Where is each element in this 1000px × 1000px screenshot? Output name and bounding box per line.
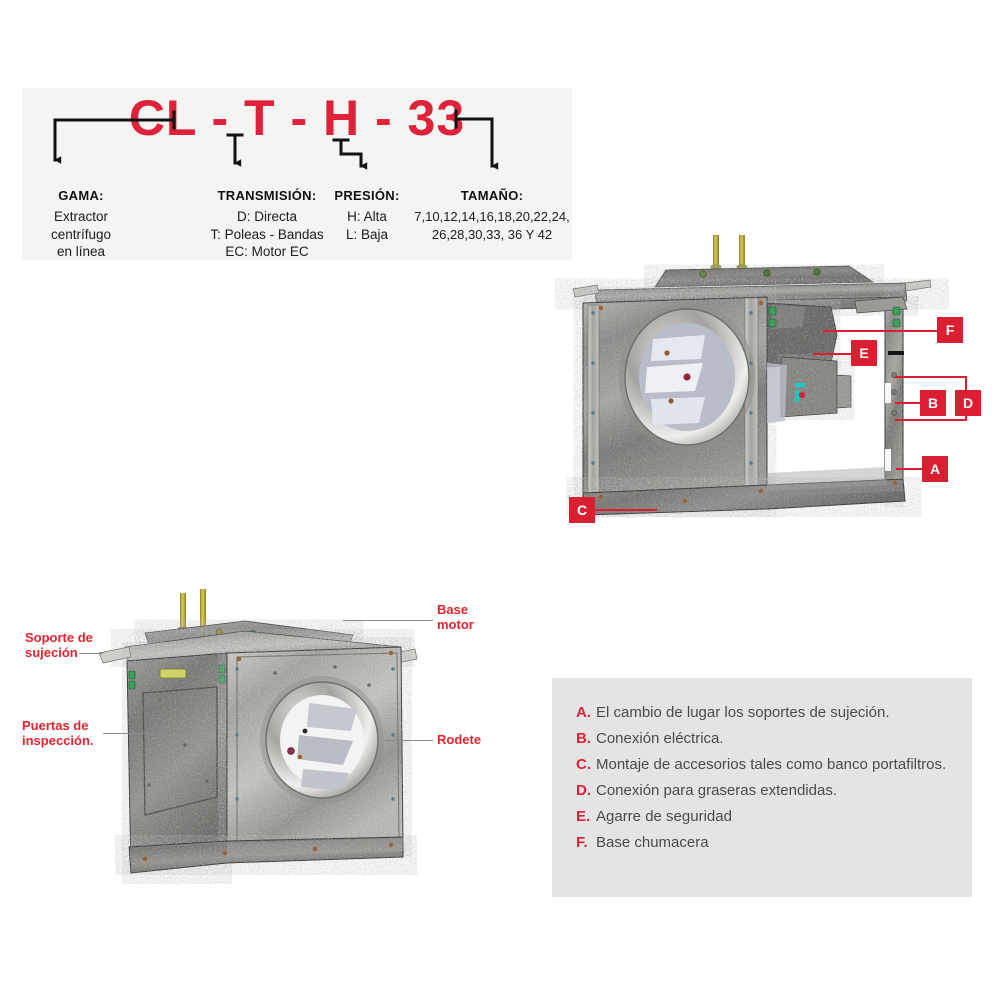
product-figure-interior: F E B D A C (555, 235, 985, 525)
legend-letter: E. (576, 808, 591, 825)
motor-housing-top (654, 265, 875, 288)
column-line: D: Directa (236, 209, 297, 224)
annotation-line-soporte (79, 653, 103, 654)
column-line: en línea (56, 244, 106, 259)
legend-letter: D. (576, 782, 591, 799)
column-line: H: Alta (347, 209, 387, 224)
leader-line-e (813, 353, 851, 355)
legend-letter: A. (576, 704, 591, 721)
callout-badge-c[interactable]: C (569, 497, 595, 523)
legend-item-b: B. Conexión eléctrica. (576, 730, 962, 747)
legend-text: Conexión eléctrica. (596, 730, 724, 747)
callout-badge-e[interactable]: E (851, 340, 877, 366)
nomenclature-column-tamano: TAMAÑO: 7,10,12,14,16,18,20,22,24, 26,28… (402, 188, 582, 243)
column-title: PRESIÓN: (334, 188, 400, 203)
annotation-rodete: Rodete (437, 732, 482, 747)
legend-item-a: A. El cambio de lugar los soportes de su… (576, 704, 962, 721)
mounting-bracket-left (98, 646, 132, 664)
annotation-puertas-inspeccion: Puertas de inspección. (22, 718, 94, 748)
annotation-line-base-motor (343, 620, 433, 621)
annotation-line-puertas (103, 733, 167, 734)
legend-item-f: F. Base chumacera (576, 834, 962, 851)
legend-text: El cambio de lugar los soportes de sujec… (596, 704, 890, 721)
bolts-exterior (142, 650, 394, 862)
legend-text: Conexión para graseras extendidas. (596, 782, 837, 799)
legend-text: Montaje de accesorios tales como banco p… (596, 756, 947, 773)
product-illustration-interior (572, 235, 932, 516)
column-line: 7,10,12,14,16,18,20,22,24, (414, 209, 570, 224)
callout-badge-f[interactable]: F (937, 317, 963, 343)
legend-letter: B. (576, 730, 591, 747)
column-title: TRANSMISIÓN: (217, 188, 317, 203)
legend-panel: A. El cambio de lugar los soportes de su… (552, 678, 972, 897)
legend-letter: F. (576, 834, 588, 851)
nomenclature-column-transmision: TRANSMISIÓN: D: Directa T: Poleas - Band… (187, 188, 347, 261)
rivets-exterior (235, 667, 395, 801)
legend-item-e: E. Agarre de seguridad (576, 808, 962, 825)
column-line: Extractor (53, 209, 108, 224)
column-line: EC: Motor EC (225, 244, 309, 259)
impeller-assembly (619, 303, 755, 451)
bearing-base (780, 356, 852, 418)
product-figure-exterior: Soporte de sujeción Puertas de inspecció… (22, 585, 481, 885)
corner-bracket-right (768, 296, 908, 328)
column-line: 26,28,30,33, 36 Y 42 (431, 226, 553, 242)
callout-badge-d[interactable]: D (955, 390, 981, 416)
callout-badge-b[interactable]: B (920, 390, 946, 416)
annotation-line-rodete (385, 740, 433, 741)
nomenclature-column-presion: PRESIÓN: H: Alta L: Baja (322, 188, 412, 243)
legend-text: Base chumacera (596, 834, 709, 851)
leader-line-c (595, 509, 657, 511)
hinge-clips (128, 664, 226, 690)
rivets (591, 311, 753, 465)
column-title: TAMAÑO: (460, 188, 524, 203)
legend-list: A. El cambio de lugar los soportes de su… (576, 704, 962, 860)
nomenclature-panel: CL - T - H - 33 (22, 88, 572, 260)
annotation-soporte-sujecion: Soporte de sujeción (25, 630, 93, 660)
impeller-assembly-exterior (260, 676, 384, 804)
column-line: T: Poleas - Bandas (210, 226, 324, 242)
grease-fittings (795, 383, 805, 402)
left-face-door (126, 652, 228, 874)
connector-arrows (53, 109, 499, 170)
product-illustration-exterior (98, 589, 418, 874)
interior-cone (766, 302, 838, 368)
motor-shafts-exterior (177, 589, 209, 632)
nomenclature-column-gama: GAMA: Extractor centrífugo en línea (26, 188, 136, 261)
column-title: GAMA: (58, 188, 104, 203)
legend-letter: C. (576, 756, 591, 773)
bolts (598, 300, 898, 503)
callout-badge-a[interactable]: A (922, 456, 948, 482)
leader-line-b (895, 402, 920, 404)
leader-line-a (896, 468, 922, 470)
door-latch (159, 668, 187, 679)
column-line: L: Baja (345, 226, 389, 242)
screws-exterior (147, 665, 371, 787)
motor-shafts (710, 235, 748, 270)
annotation-base-motor: Base motor (437, 602, 474, 632)
legend-text: Agarre de seguridad (596, 808, 732, 825)
legend-item-c: C. Montaje de accesorios tales como banc… (576, 756, 962, 773)
legend-item-d: D. Conexión para graseras extendidas. (576, 782, 962, 799)
column-line: centrífugo (50, 226, 112, 242)
leader-line-d-top (895, 376, 967, 378)
leader-line-d-bottom (895, 419, 967, 421)
leader-line-f (823, 330, 937, 332)
divider-mark (888, 351, 904, 355)
